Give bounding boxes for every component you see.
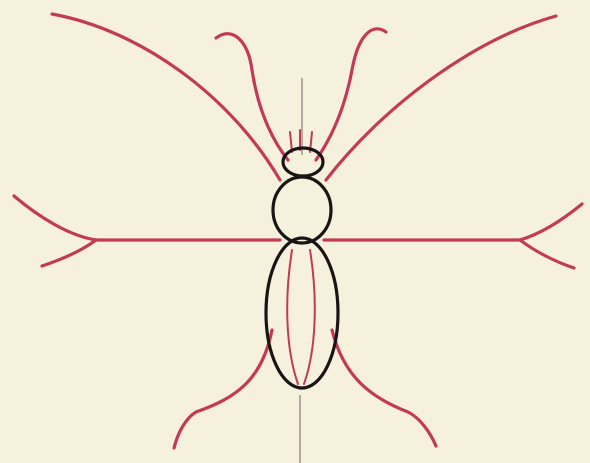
- paper-background: [0, 0, 590, 463]
- insect-drawing: [0, 0, 590, 463]
- drawing-stage: [0, 0, 590, 463]
